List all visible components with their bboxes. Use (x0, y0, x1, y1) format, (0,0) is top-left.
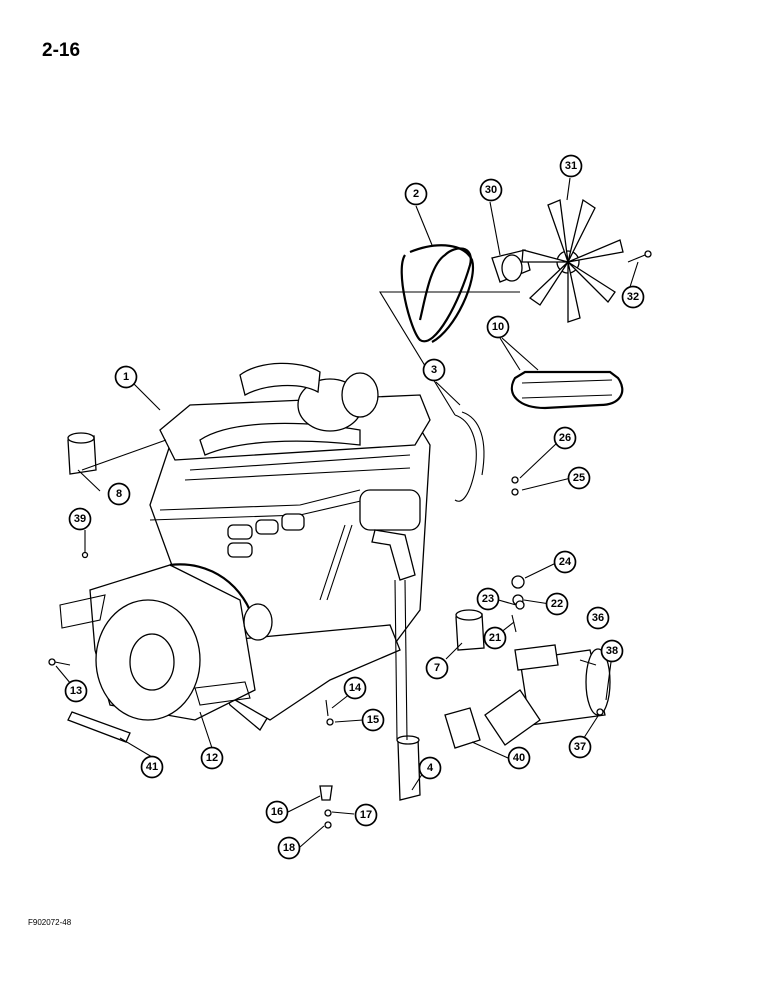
callout-38: 38 (600, 639, 624, 663)
svg-text:13: 13 (70, 685, 82, 697)
svg-text:22: 22 (551, 598, 563, 610)
svg-text:41: 41 (146, 761, 158, 773)
svg-text:8: 8 (116, 488, 122, 500)
callout-26: 26 (553, 426, 577, 450)
callout-32: 32 (621, 285, 645, 309)
svg-text:1: 1 (123, 371, 129, 383)
svg-text:31: 31 (565, 160, 577, 172)
callout-41: 41 (140, 755, 164, 779)
svg-text:39: 39 (74, 513, 86, 525)
svg-text:12: 12 (206, 752, 218, 764)
svg-text:7: 7 (434, 662, 440, 674)
callout-24: 24 (553, 550, 577, 574)
svg-text:32: 32 (627, 291, 639, 303)
svg-text:21: 21 (489, 632, 501, 644)
callout-12: 12 (200, 746, 224, 770)
callout-4: 4 (418, 756, 442, 780)
svg-text:38: 38 (606, 645, 618, 657)
callout-7: 7 (425, 656, 449, 680)
callout-22: 22 (545, 592, 569, 616)
callout-31: 31 (559, 154, 583, 178)
svg-text:16: 16 (271, 806, 283, 818)
hardware (48, 476, 525, 829)
svg-text:26: 26 (559, 432, 571, 444)
svg-text:17: 17 (360, 809, 372, 821)
mounting-plate (444, 707, 481, 749)
callout-2: 2 (404, 182, 428, 206)
callout-37: 37 (568, 735, 592, 759)
svg-text:18: 18 (283, 842, 295, 854)
svg-text:24: 24 (559, 556, 572, 568)
figure-code: F902072-48 (28, 918, 72, 927)
callout-18: 18 (277, 836, 301, 860)
callout-10: 10 (486, 315, 510, 339)
page-number: 2-16 (42, 40, 81, 61)
callout-40: 40 (507, 746, 531, 770)
callout-14: 14 (343, 676, 367, 700)
svg-text:4: 4 (427, 762, 434, 774)
svg-text:37: 37 (574, 741, 586, 753)
v-belt (510, 370, 624, 410)
fan-assembly (491, 198, 652, 323)
callout-36: 36 (586, 606, 610, 630)
drive-belts (400, 244, 485, 502)
callout-25: 25 (567, 466, 591, 490)
svg-text:23: 23 (482, 593, 494, 605)
callout-8: 8 (107, 482, 131, 506)
callout-30: 30 (479, 178, 503, 202)
svg-text:2: 2 (413, 188, 419, 200)
callout-3: 3 (422, 358, 446, 382)
svg-text:25: 25 (573, 472, 585, 484)
svg-text:14: 14 (349, 682, 362, 694)
svg-text:3: 3 (431, 364, 437, 376)
svg-text:10: 10 (492, 321, 504, 333)
svg-text:36: 36 (592, 612, 604, 624)
callout-15: 15 (361, 708, 385, 732)
callout-1: 1 (114, 365, 138, 389)
callout-13: 13 (64, 679, 88, 703)
svg-text:30: 30 (485, 184, 497, 196)
callout-39: 39 (68, 507, 92, 531)
callout-16: 16 (265, 800, 289, 824)
callout-21: 21 (483, 626, 507, 650)
callout-23: 23 (476, 587, 500, 611)
starter-motor (484, 644, 611, 746)
filters (67, 432, 485, 651)
svg-text:40: 40 (513, 752, 525, 764)
svg-text:15: 15 (367, 714, 379, 726)
oil-tube (394, 579, 421, 801)
callout-17: 17 (354, 803, 378, 827)
flywheel-assembly (59, 563, 273, 743)
